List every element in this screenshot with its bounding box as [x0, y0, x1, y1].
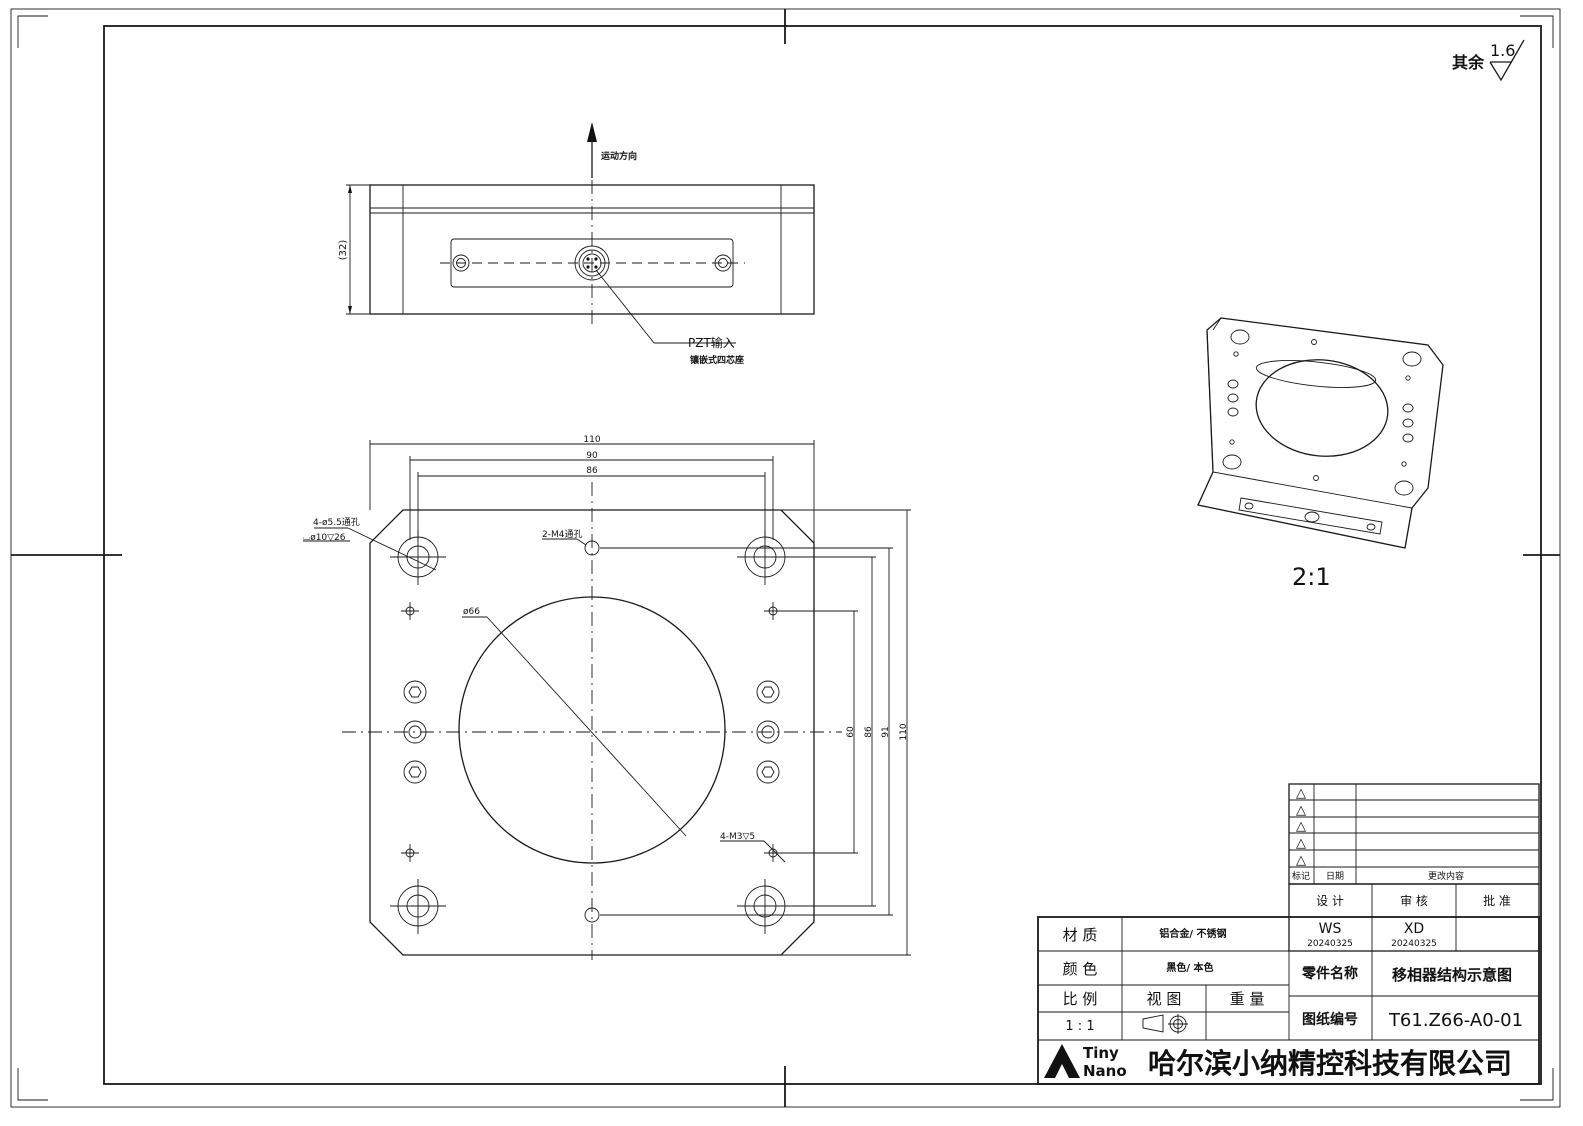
surface-finish-value: 1.6	[1490, 41, 1515, 60]
height-91-dimension: 91	[881, 726, 891, 737]
color-value: 黑色/ 本色	[1166, 961, 1213, 974]
reviewer-name: XD	[1404, 921, 1424, 937]
surface-finish-symbol: 其余 1.6	[1452, 39, 1525, 82]
company-name: 哈尔滨小纳精控科技有限公司	[1148, 1047, 1512, 1080]
revision-marker: △	[1296, 836, 1306, 851]
drawing-no-label: 图纸编号	[1302, 1011, 1358, 1028]
designer-name: WS	[1319, 921, 1342, 937]
scale-label: 比 例	[1063, 990, 1098, 1008]
height-60-dimension: 60	[846, 726, 856, 738]
height-dimension: (32)	[338, 240, 349, 261]
counterbore-callout: ⌴ø10▽26	[303, 533, 346, 543]
width-86-dimension: 86	[586, 466, 598, 476]
hole-4x5.5-callout: 4-ø5.5通孔	[313, 517, 360, 528]
material-label: 材 质	[1063, 926, 1098, 944]
design-label: 设 计	[1316, 894, 1344, 908]
pzt-input-label: PZT输入	[688, 335, 735, 350]
view-label: 视 图	[1147, 990, 1182, 1008]
approve-label: 批 准	[1483, 893, 1511, 908]
revision-date-header: 日期	[1326, 871, 1344, 882]
isometric-view: 2:1	[1197, 317, 1444, 591]
designer-date: 20240325	[1307, 939, 1353, 949]
weight-label: 重 量	[1230, 990, 1265, 1008]
color-label: 颜 色	[1063, 960, 1098, 978]
material-value: 铝合金/ 不锈钢	[1159, 927, 1226, 940]
scale-value: 1 : 1	[1065, 1019, 1094, 1034]
revision-table: △ △ △ △ △ 标记 日期 更改内容	[1288, 783, 1540, 885]
review-label: 审 核	[1400, 893, 1428, 908]
hole-m3-callout: 4-M3▽5	[720, 832, 755, 842]
projection-symbol-icon	[1142, 1014, 1188, 1034]
reviewer-date: 20240325	[1391, 939, 1437, 949]
part-name-value: 移相器结构示意图	[1392, 966, 1512, 984]
drawing-no-value: T61.Z66-A0-01	[1388, 1010, 1523, 1031]
diameter-66-label: ø66	[463, 607, 480, 617]
revision-content-header: 更改内容	[1428, 870, 1464, 882]
part-name-label: 零件名称	[1301, 965, 1358, 982]
iso-scale-label: 2:1	[1292, 563, 1331, 591]
sheet-border	[10, 8, 1561, 1108]
width-110-dimension: 110	[583, 435, 600, 445]
side-screws	[403, 680, 780, 784]
front-view: ø66	[303, 435, 911, 960]
width-90-dimension: 90	[586, 451, 598, 461]
height-86-dimension: 86	[864, 726, 874, 738]
logo-tiny: Tiny	[1083, 1044, 1119, 1062]
pzt-connector-label: 镶嵌式四芯座	[690, 354, 744, 366]
title-block: 设 计 审 核 批 准 WS 20240325 XD 20240325 材 质 …	[1037, 883, 1540, 1085]
revision-marker: △	[1296, 819, 1306, 834]
surface-finish-label: 其余	[1452, 53, 1485, 72]
height-110-dimension: 110	[899, 723, 909, 740]
revision-marker: △	[1296, 853, 1306, 868]
top-view: 运动方向 (32) PZT输入 镶嵌式四芯座	[338, 122, 815, 366]
hole-m4-callout: 2-M4通孔	[542, 529, 582, 540]
revision-mark-header: 标记	[1292, 870, 1310, 882]
logo-nano: Nano	[1083, 1062, 1127, 1080]
motion-direction-label: 运动方向	[601, 150, 637, 162]
revision-marker: △	[1296, 803, 1306, 818]
revision-marker: △	[1296, 786, 1306, 801]
company-logo: Tiny Nano	[1044, 1044, 1127, 1080]
